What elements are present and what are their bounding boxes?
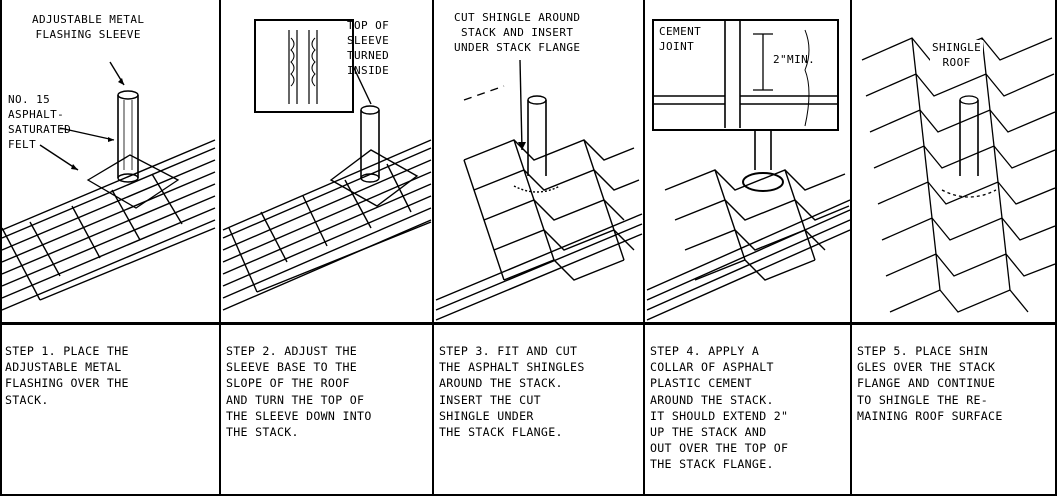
step-2-caption: STEP 2. ADJUST THE SLEEVE BASE TO THE SL… — [221, 322, 434, 496]
label-2-inch-min: 2"MIN. — [773, 52, 815, 67]
step-2-illustration: TOP OF SLEEVE TURNED INSIDE — [221, 0, 434, 322]
step-1-illustration: ADJUSTABLE METAL FLASHING SLEEVE NO. 15 … — [0, 0, 221, 322]
step-5-illustration: SHINGLE ROOF — [852, 0, 1057, 322]
label-asphalt-felt: NO. 15 ASPHALT- SATURATED FELT — [8, 92, 71, 152]
label-cement-joint: CEMENT JOINT — [659, 24, 701, 54]
step-2-drawing — [221, 0, 434, 322]
label-cut-shingle: CUT SHINGLE AROUND STACK AND INSERT UNDE… — [454, 10, 580, 55]
label-shingle-roof: SHINGLE ROOF — [930, 40, 983, 70]
step-3-illustration: CUT SHINGLE AROUND STACK AND INSERT UNDE… — [434, 0, 645, 322]
step-3-caption: STEP 3. FIT AND CUT THE ASPHALT SHINGLES… — [434, 322, 645, 496]
step-5-caption: STEP 5. PLACE SHIN GLES OVER THE STACK F… — [852, 322, 1057, 496]
step-4-illustration: CEMENT JOINT 2"MIN. — [645, 0, 852, 322]
step-1-drawing — [0, 0, 221, 322]
step-1-caption: STEP 1. PLACE THE ADJUSTABLE METAL FLASH… — [0, 322, 221, 496]
step-4-caption: STEP 4. APPLY A COLLAR OF ASPHALT PLASTI… — [645, 322, 852, 496]
label-top-of-sleeve: TOP OF SLEEVE TURNED INSIDE — [347, 18, 389, 78]
label-metal-flashing-sleeve: ADJUSTABLE METAL FLASHING SLEEVE — [32, 12, 144, 42]
